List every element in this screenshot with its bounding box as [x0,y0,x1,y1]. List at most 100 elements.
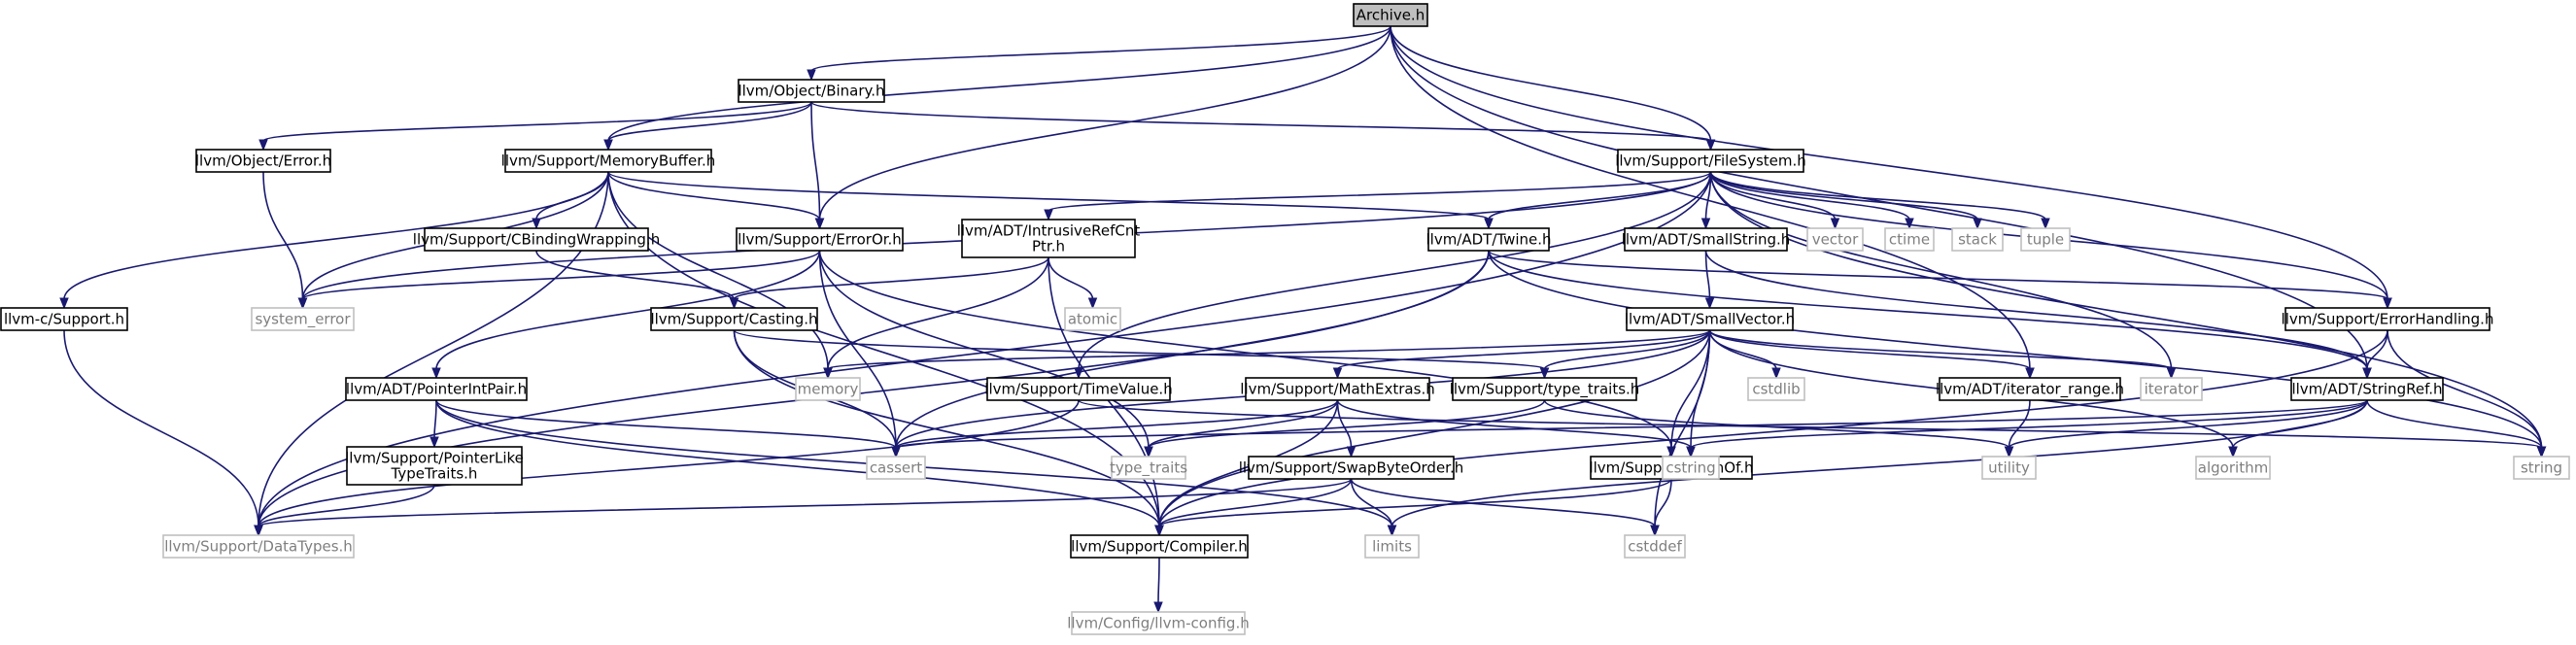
node-cassert: cassert [866,456,926,480]
node-casting[interactable]: llvm/Support/Casting.h [650,307,818,331]
node-iterator: iterator [2140,377,2203,401]
node-label: tuple [2027,231,2064,249]
edge-stringref-to-utility [2004,399,2368,458]
node-box [1884,227,1935,252]
edge-erroror-to-systemerror [297,250,821,310]
node-cstdlib: cstdlib [1747,377,1805,401]
edge-smallvector-to-typetraitsh [1539,329,1711,380]
node-errorhandling[interactable]: llvm/Support/ErrorHandling.h [2282,307,2494,331]
node-mathextras[interactable]: llvm/Support/MathExtras.h [1240,377,1435,401]
node-box [1747,377,1805,401]
node-box [2284,307,2490,331]
node-typetraitsh[interactable]: llvm/Support/type_traits.h [1450,377,1640,401]
edge-erroror-to-typetraits [818,250,1153,458]
node-ctime: ctime [1884,227,1935,252]
edge-alignof-to-cstddef [1650,478,1672,537]
node-llvmconfig: llvm/Config/llvm-config.h [1067,611,1250,635]
node-label: llvm/ADT/Twine.h [1425,231,1551,249]
node-box [162,534,355,559]
node-smallstring[interactable]: llvm/ADT/SmallString.h [1622,227,1791,252]
edge-archive-to-errorhandling [1390,25,2392,310]
node-box [195,149,331,173]
edge-smallvector-to-memory [823,329,1711,380]
edge-intrusive-to-casting [729,256,1049,310]
edge-errorhandling-to-stringref [2362,329,2388,380]
node-twine[interactable]: llvm/ADT/Twine.h [1425,227,1552,252]
node-box [424,227,649,252]
node-smallvector[interactable]: llvm/ADT/SmallVector.h [1625,307,1795,331]
node-swapbyteorder[interactable]: llvm/Support/SwapByteOrder.h [1239,456,1464,480]
node-label: llvm/Support/FileSystem.h [1615,153,1806,170]
node-box [1626,307,1794,331]
node-stack: stack [1951,227,2004,252]
node-label: llvm/Support/type_traits.h [1450,381,1640,399]
node-label: TypeTraits.h [391,465,478,483]
node-csupport[interactable]: llvm-c/Support.h [0,307,128,331]
node-label: llvm/Support/MemoryBuffer.h [501,153,716,170]
node-box [1353,3,1428,27]
node-box [1452,377,1637,401]
node-label: Archive.h [1357,7,1425,24]
node-label: cstdlib [1752,381,1800,398]
node-box [2513,456,2570,480]
node-pointerintpair[interactable]: llvm/ADT/PointerIntPair.h [345,377,528,401]
node-binary[interactable]: llvm/Object/Binary.h [738,79,885,103]
node-timevalue[interactable]: llvm/Support/TimeValue.h [984,377,1173,401]
node-iteratorrange[interactable]: llvm/ADT/iterator_range.h [1936,377,2124,401]
edge-archive-to-binary [807,25,1391,82]
node-label: llvm/ADT/StringRef.h [2291,381,2442,398]
edge-archive-to-erroror [814,25,1391,230]
node-box [650,307,818,331]
node-box [346,446,523,486]
edge-binary-to-filesystem [810,101,1716,152]
node-label: llvm/Support/DataTypes.h [164,538,353,556]
node-label: cstddef [1628,538,1682,556]
edge-filesystem-to-tuple [1709,171,2050,230]
node-label: llvm/Object/Binary.h [738,83,884,100]
node-label: llvm/ADT/IntrusiveRefCnt [957,222,1141,240]
node-erroror[interactable]: llvm/Support/ErrorOr.h [736,227,904,252]
node-box [866,456,926,480]
edge-mathextras-to-typetraits [1144,399,1339,458]
node-label: ctime [1889,231,1930,249]
node-box [2020,227,2071,252]
edge-binary-to-objerror [258,101,812,152]
node-box [1981,456,2037,480]
node-label: algorithm [2198,459,2268,477]
node-label: llvm/Support/ErrorHandling.h [2282,311,2494,328]
node-label: Ptr.h [1032,238,1065,255]
edge-intrusive-to-atomic [1048,256,1098,310]
node-label: atomic [1068,311,1117,328]
node-box [1624,227,1788,252]
node-label: llvm/Support/SwapByteOrder.h [1239,459,1464,477]
node-stringref[interactable]: llvm/ADT/StringRef.h [2290,377,2444,401]
node-membuf[interactable]: llvm/Support/MemoryBuffer.h [501,149,716,173]
node-box [1939,377,2121,401]
node-compiler[interactable]: llvm/Support/Compiler.h [1070,534,1249,559]
node-label: iterator [2145,381,2200,398]
node-tuple: tuple [2020,227,2071,252]
node-filesystem[interactable]: llvm/Support/FileSystem.h [1615,149,1806,173]
edge-swapbyteorder-to-limits [1350,478,1397,537]
node-box [1064,307,1121,331]
node-objerror[interactable]: llvm/Object/Error.h [195,149,331,173]
node-vector: vector [1806,227,1864,252]
node-box [986,377,1171,401]
node-box [0,307,128,331]
node-box [1662,456,1720,480]
node-label: llvm/Support/Casting.h [650,311,817,328]
node-label: llvm/ADT/SmallString.h [1622,231,1791,249]
edge-smallstring-to-stringref [1704,250,2372,380]
node-cbinding[interactable]: llvm/Support/CBindingWrapping.h [413,227,660,252]
node-box [738,79,885,103]
edge-smallstring-to-smallvector [1704,250,1715,310]
node-label: llvm/Object/Error.h [195,153,331,170]
node-box [1427,227,1550,252]
edge-membuf-to-erroror [607,171,825,230]
node-label: llvm-c/Support.h [4,311,124,328]
node-cstring: cstring [1662,456,1720,480]
node-memory: memory [795,377,861,401]
